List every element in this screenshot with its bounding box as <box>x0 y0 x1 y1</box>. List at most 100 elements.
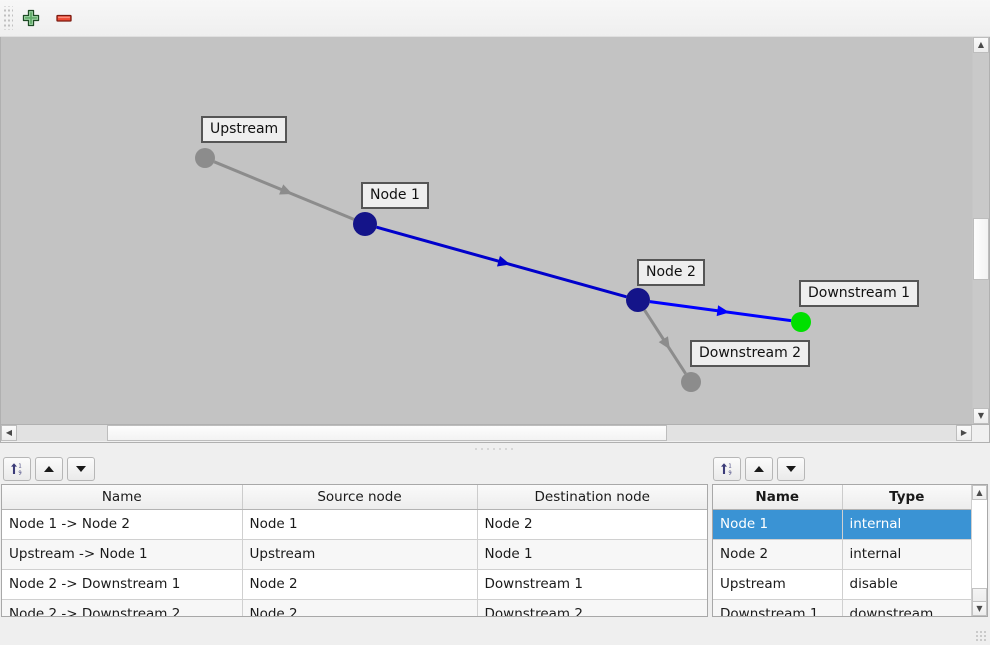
svg-text:1: 1 <box>18 464 21 470</box>
nodes-sort-button[interactable]: 1 9 <box>713 457 741 481</box>
edges-move-up-button[interactable] <box>35 457 63 481</box>
graph-node-label-downstream2[interactable]: Downstream 2 <box>690 340 811 367</box>
edges-cell-1[interactable]: Node 2 <box>242 599 478 616</box>
nodes-cell-0[interactable]: Upstream <box>713 569 843 600</box>
nodes-scroll-down-button[interactable]: ▼ <box>972 601 987 616</box>
graph-node-label-downstream1[interactable]: Downstream 1 <box>799 280 920 307</box>
nodes-cell-1[interactable]: disable <box>842 569 971 600</box>
edges-move-down-button[interactable] <box>67 457 95 481</box>
edges-cell-0[interactable]: Node 1 -> Node 2 <box>2 509 243 540</box>
sort-ascending-icon: 1 9 <box>11 463 22 476</box>
nodes-cell-0[interactable]: Node 1 <box>713 509 843 540</box>
nodes-move-up-button[interactable] <box>745 457 773 481</box>
remove-button[interactable] <box>49 4 79 32</box>
edges-cell-2[interactable]: Downstream 1 <box>477 569 707 600</box>
sort-ascending-icon: 1 9 <box>721 463 732 476</box>
nodes-cell-0[interactable]: Downstream 1 <box>713 599 843 616</box>
edge-arrowhead <box>279 184 293 195</box>
edges-column-header-2[interactable]: Destination node <box>477 485 707 510</box>
graph-svg <box>195 148 811 392</box>
nodes-vertical-scrollbar[interactable]: ▲ ▼ <box>971 485 987 616</box>
nodes-cell-1[interactable]: internal <box>842 539 971 570</box>
edge-arrowhead <box>496 255 511 267</box>
window-resize-grip[interactable] <box>975 630 987 642</box>
edges-column-header-1[interactable]: Source node <box>242 485 478 510</box>
triangle-up-icon: ▲ <box>976 487 983 497</box>
horizontal-splitter[interactable] <box>0 443 990 454</box>
graph-vscroll-track[interactable] <box>973 53 989 408</box>
edges-cell-2[interactable]: Node 1 <box>477 539 707 570</box>
arrow-up-icon <box>754 466 764 472</box>
nodes-column-header-1[interactable]: Type <box>842 485 971 510</box>
graph-horizontal-scrollbar[interactable]: ◀ ▶ <box>0 425 990 443</box>
edges-cell-0[interactable]: Node 2 -> Downstream 1 <box>2 569 243 600</box>
arrow-down-icon <box>76 466 86 472</box>
edges-column-header-0[interactable]: Name <box>2 485 243 510</box>
nodes-cell-1[interactable]: internal <box>842 509 971 540</box>
nodes-scroll-up-button[interactable]: ▲ <box>972 485 987 500</box>
edges-toolbar: 1 9 <box>0 454 710 484</box>
edges-cell-2[interactable]: Downstream 2 <box>477 599 707 616</box>
graph-vscroll-thumb[interactable] <box>973 218 989 280</box>
graph-hscroll-track[interactable] <box>17 425 956 441</box>
graph-edge-node2-downstream2[interactable] <box>643 309 687 375</box>
graph-node-node2[interactable] <box>626 288 650 312</box>
svg-text:9: 9 <box>18 470 21 476</box>
add-button[interactable] <box>16 4 46 32</box>
nodes-move-down-button[interactable] <box>777 457 805 481</box>
edges-cell-1[interactable]: Upstream <box>242 539 478 570</box>
edges-cell-0[interactable]: Upstream -> Node 1 <box>2 539 243 570</box>
graph-node-downstream2[interactable] <box>681 372 701 392</box>
nodes-cell-0[interactable]: Node 2 <box>713 539 843 570</box>
graph-hscroll-thumb[interactable] <box>107 425 667 441</box>
nodes-vscroll-track[interactable] <box>972 500 987 610</box>
nodes-toolbar: 1 9 <box>710 454 990 484</box>
nodes-cell-1[interactable]: downstream <box>842 599 971 616</box>
splitter-grip[interactable] <box>473 447 517 451</box>
edges-cell-1[interactable]: Node 2 <box>242 569 478 600</box>
edges-cell-2[interactable]: Node 2 <box>477 509 707 540</box>
graph-edge-upstream-node1[interactable] <box>213 160 355 221</box>
graph-edge-node1-node2[interactable] <box>376 225 627 299</box>
graph-node-label-node2[interactable]: Node 2 <box>637 259 705 286</box>
graph-scroll-left-button[interactable]: ◀ <box>1 425 17 441</box>
graph-scroll-down-button[interactable]: ▼ <box>973 408 989 424</box>
graph-scroll-up-button[interactable]: ▲ <box>973 37 989 53</box>
edges-sort-button[interactable]: 1 9 <box>3 457 31 481</box>
graph-node-label-node1[interactable]: Node 1 <box>361 182 429 209</box>
graph-node-upstream[interactable] <box>195 148 215 168</box>
nodes-column-header-0[interactable]: Name <box>713 485 843 510</box>
triangle-down-icon: ▼ <box>977 411 985 420</box>
graph-node-downstream1[interactable] <box>791 312 811 332</box>
graph-edge-node2-downstream1[interactable] <box>649 300 792 323</box>
graph-node-node1[interactable] <box>353 212 377 236</box>
edges-cell-0[interactable]: Node 2 -> Downstream 2 <box>2 599 243 616</box>
graph-vertical-scrollbar[interactable]: ▲ ▼ <box>972 37 989 424</box>
graph-node-label-upstream[interactable]: Upstream <box>201 116 288 143</box>
toolbar-drag-grip[interactable] <box>2 6 13 30</box>
edges-cell-1[interactable]: Node 1 <box>242 509 478 540</box>
status-bar <box>0 617 990 645</box>
graph-scroll-right-button[interactable]: ▶ <box>956 425 972 441</box>
svg-text:1: 1 <box>728 464 731 470</box>
